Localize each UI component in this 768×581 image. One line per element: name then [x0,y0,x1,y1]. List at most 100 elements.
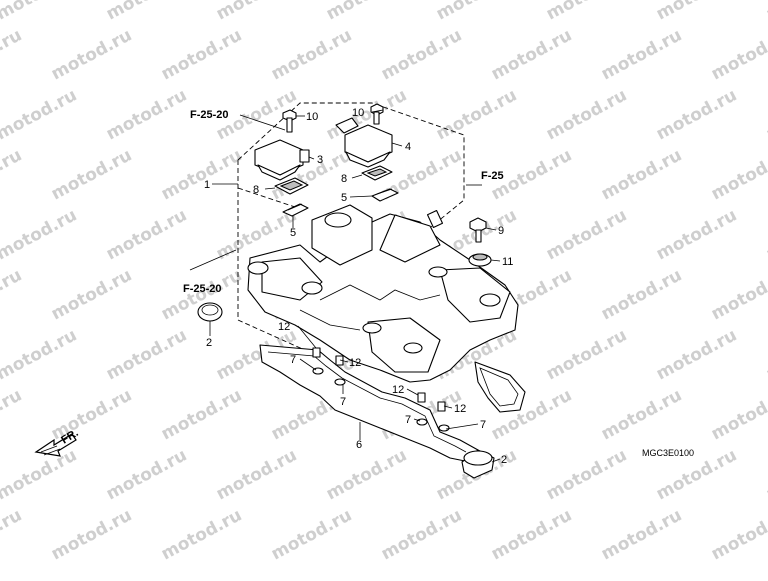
watermark-text: motod.ru [158,385,245,444]
callout-7-b: 7 [340,396,346,408]
watermark-text: motod.ru [708,505,768,564]
front-arrow-icon [34,433,77,457]
watermark-text: motod.ru [48,265,135,324]
watermark-text: motod.ru [708,265,768,324]
ref-f25-20-top: F-25-20 [190,109,229,121]
callout-8-right: 8 [341,173,347,185]
diagram-code: MGC3E0100 [642,448,694,458]
callout-6: 6 [356,439,362,451]
ref-f25-20-left: F-25-20 [183,283,222,295]
bushing-5-right [371,188,399,202]
plug-2-left [197,302,223,322]
callout-10-right: 10 [352,107,364,119]
watermark-text: motod.ru [433,0,520,24]
grommet-11 [468,253,492,267]
watermark-text: motod.ru [763,0,768,24]
watermark-text: motod.ru [543,85,630,144]
callout-5-right: 5 [341,192,347,204]
watermark-text: motod.ru [488,505,575,564]
watermark-text: motod.ru [653,325,740,384]
watermark-text: motod.ru [543,0,630,24]
watermark-text: motod.ru [653,205,740,264]
ignition-coil-4 [335,117,393,168]
watermark-text: motod.ru [653,85,740,144]
watermark-text: motod.ru [48,25,135,84]
watermark-text: motod.ru [543,205,630,264]
callout-12-c: 12 [392,384,404,396]
callout-3: 3 [317,154,323,166]
bushing-5-left [282,203,309,217]
watermark-text: motod.ru [0,505,25,564]
seal-8-right [361,165,393,181]
watermark-text: motod.ru [378,25,465,84]
watermark-text: motod.ru [103,0,190,24]
leader-lines [189,109,501,463]
callout-7-a: 7 [290,354,296,366]
head-cover-gasket [259,344,526,463]
watermark-text: motod.ru [708,145,768,204]
cylinder-head-cover [247,204,519,383]
watermark-text: motod.ru [158,505,245,564]
small-parts [312,347,450,432]
watermark-text: motod.ru [543,445,630,504]
watermark-text: motod.ru [0,85,80,144]
watermark-text: motod.ru [268,505,355,564]
watermark-text: motod.ru [763,85,768,144]
watermark-text: motod.ru [378,505,465,564]
watermark-text: motod.ru [323,445,410,504]
watermark-text: motod.ru [0,0,80,24]
watermark-text: motod.ru [708,385,768,444]
watermark-text: motod.ru [0,205,80,264]
watermark-text: motod.ru [598,145,685,204]
bolt-10-left [282,109,297,133]
watermark-text: motod.ru [158,145,245,204]
watermark-text: motod.ru [598,505,685,564]
watermark-text: motod.ru [488,25,575,84]
callout-2-right: 2 [501,454,507,466]
watermark-text: motod.ru [48,505,135,564]
ignition-coil-3 [254,139,310,181]
watermark-text: motod.ru [268,25,355,84]
seal-8-left [274,177,309,195]
watermark-text: motod.ru [103,85,190,144]
ref-f25: F-25 [481,170,504,182]
callout-7-c: 7 [405,414,411,426]
callout-5-left: 5 [290,227,296,239]
watermark-text: motod.ru [763,205,768,264]
watermark-text: motod.ru [323,0,410,24]
watermark-text: motod.ru [213,0,300,24]
callout-10-left: 10 [306,111,318,123]
callout-12-b: 12 [349,357,361,369]
watermark-text: motod.ru [598,265,685,324]
bolt-10-right [370,103,384,125]
callout-4: 4 [405,141,411,153]
plug-2-right [461,449,495,479]
watermark-text: motod.ru [213,445,300,504]
watermark-text: motod.ru [103,205,190,264]
callout-12-a: 12 [278,321,290,333]
watermark-text: motod.ru [708,25,768,84]
callout-12-d: 12 [454,403,466,415]
watermark-text: motod.ru [0,145,25,204]
watermark-text: motod.ru [653,0,740,24]
callout-1: 1 [204,179,210,191]
watermark-text: motod.ru [0,25,25,84]
watermark-text: motod.ru [158,25,245,84]
watermark-text: motod.ru [763,325,768,384]
assembly-outline [237,102,465,357]
callout-11: 11 [502,256,513,268]
watermark-text: motod.ru [48,145,135,204]
watermark-text: motod.ru [103,325,190,384]
watermark-text: motod.ru [433,85,520,144]
watermark-text: motod.ru [763,445,768,504]
watermark-text: motod.ru [598,25,685,84]
callout-8-left: 8 [253,184,259,196]
watermark-text: motod.ru [103,445,190,504]
callout-7-d: 7 [480,419,486,431]
watermark-text: motod.ru [0,325,80,384]
watermark-text: motod.ru [0,265,25,324]
watermark-text: motod.ru [543,325,630,384]
watermark-text: motod.ru [0,385,25,444]
callout-9: 9 [498,225,504,237]
